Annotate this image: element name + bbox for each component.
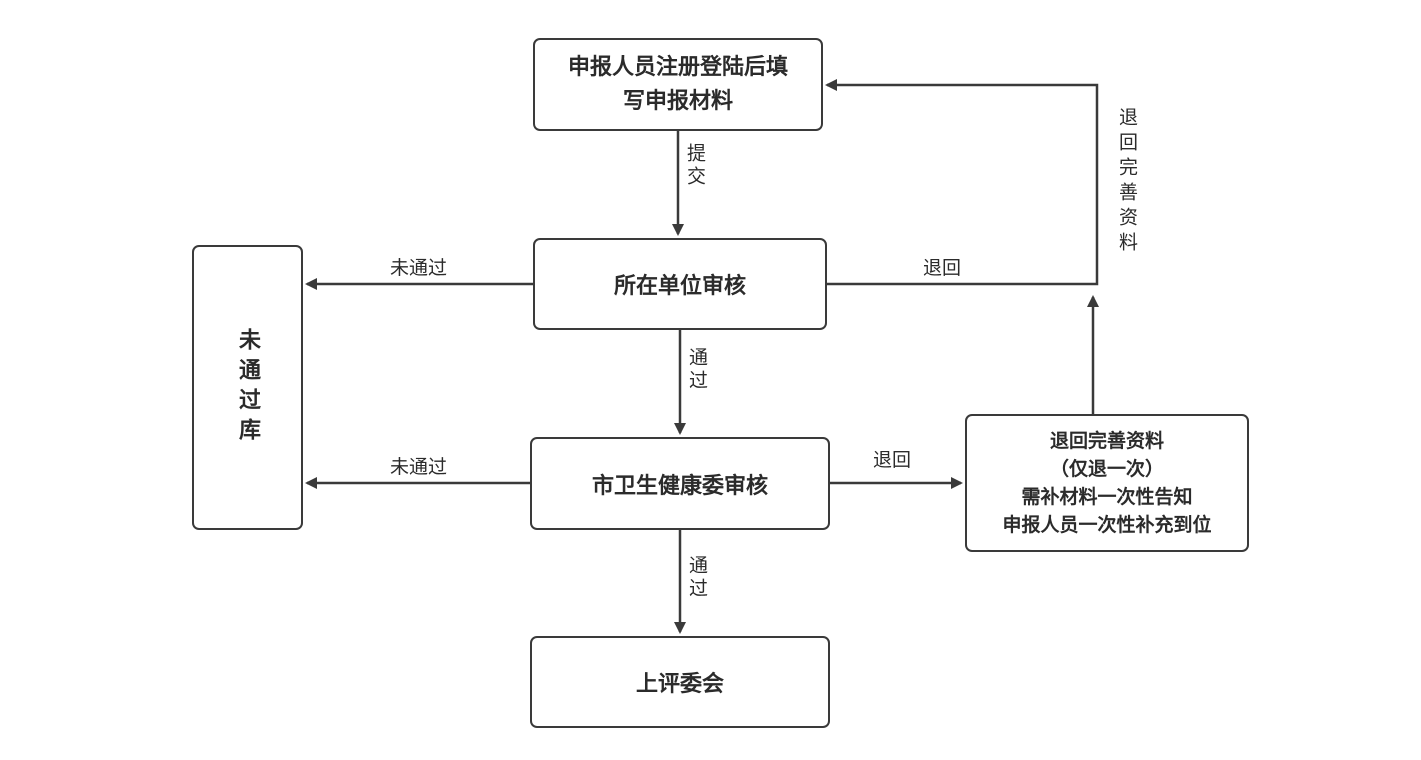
node-return-line-3: 需补材料一次性告知 xyxy=(1021,486,1193,508)
node-register: 申报人员注册登陆后填 写申报材料 xyxy=(533,38,823,131)
node-return-line-4: 申报人员一次性补充到位 xyxy=(1002,514,1212,536)
node-upper-committee-label: 上评委会 xyxy=(635,672,724,697)
edge-label-unit-fail: 未通过 xyxy=(390,257,448,279)
node-register-line-1: 申报人员注册登陆后填 xyxy=(567,54,788,80)
edge-label-unit-return: 退回 xyxy=(923,257,962,279)
node-return-line-1: 退回完善资料 xyxy=(1049,430,1164,452)
node-city-review: 市卫生健康委审核 xyxy=(530,437,830,530)
edge-label-return-complete: 退回完善资料 xyxy=(1116,107,1138,257)
node-upper-committee: 上评委会 xyxy=(530,636,830,728)
edge-label-city-pass: 通过 xyxy=(686,555,708,601)
node-city-review-label: 市卫生健康委审核 xyxy=(591,473,768,499)
node-failed-pool-label: 未通过库 xyxy=(235,327,260,448)
edge-label-city-fail: 未通过 xyxy=(390,456,448,478)
edge-label-city-return: 退回 xyxy=(873,449,912,471)
edge-label-unit-pass: 通过 xyxy=(686,347,708,393)
edge-unit-return xyxy=(825,79,1099,286)
node-failed-pool: 未通过库 xyxy=(192,245,303,530)
node-unit-review: 所在单位审核 xyxy=(533,238,827,330)
node-unit-review-label: 所在单位审核 xyxy=(613,274,746,299)
node-register-line-2: 写申报材料 xyxy=(622,88,733,114)
node-return-box: 退回完善资料 （仅退一次） 需补材料一次性告知 申报人员一次性补充到位 xyxy=(965,414,1249,552)
edge-label-submit: 提交 xyxy=(684,143,706,189)
node-return-line-2: （仅退一次） xyxy=(1049,458,1164,480)
